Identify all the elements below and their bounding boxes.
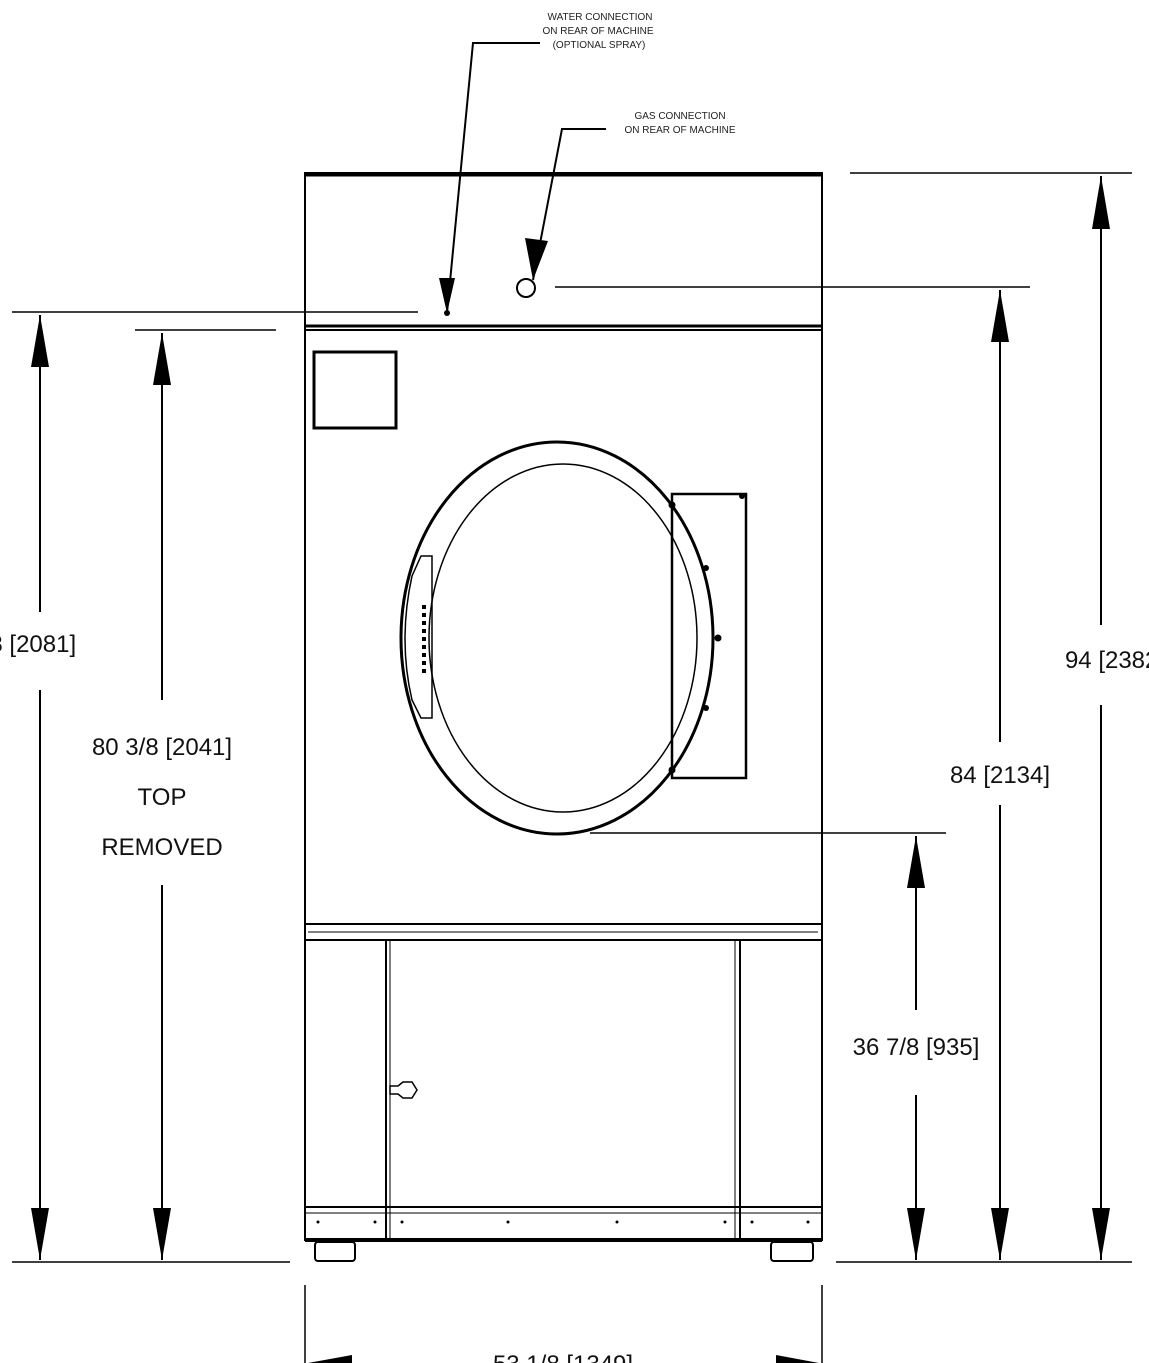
svg-text:94 [2382]: 94 [2382]: [1065, 647, 1149, 674]
dimension-overall-width: 53 1/8 [1349]: [308, 1351, 819, 1363]
lower-door-latch: [389, 1081, 418, 1099]
svg-text:WATER CONNECTION: WATER CONNECTION: [548, 12, 653, 23]
gas-connection-note: GAS CONNECTION ON REAR OF MACHINE: [624, 111, 735, 136]
control-panel: [312, 350, 398, 430]
dimension-lower-panel-height: 82 7/8 [2081]: [0, 315, 76, 1260]
door-handle: [404, 555, 433, 719]
svg-text:82 7/8 [2081]: 82 7/8 [2081]: [0, 631, 76, 658]
base-strip-screws: [316, 1220, 810, 1224]
svg-text:REMOVED: REMOVED: [101, 834, 222, 861]
svg-text:TOP: TOP: [138, 784, 187, 811]
extension-lines: [12, 172, 1132, 1363]
svg-text:ON REAR OF MACHINE: ON REAR OF MACHINE: [624, 125, 735, 136]
svg-text:53 1/8 [1349]: 53 1/8 [1349]: [493, 1351, 633, 1363]
svg-text:84 [2134]: 84 [2134]: [950, 762, 1050, 789]
door-hinge-plate: [670, 492, 748, 780]
left-foot: [314, 1241, 356, 1262]
water-connection-note: WATER CONNECTION ON REAR OF MACHINE (OPT…: [542, 12, 653, 51]
right-foot: [770, 1241, 814, 1262]
dimension-overall-height: 94 [2382]: [1065, 176, 1149, 1260]
dryer-cabinet: [304, 172, 823, 1262]
svg-text:36 7/8 [935]: 36 7/8 [935]: [853, 1034, 980, 1061]
svg-text:ON REAR OF MACHINE: ON REAR OF MACHINE: [542, 26, 653, 37]
svg-text:(OPTIONAL SPRAY): (OPTIONAL SPRAY): [553, 40, 646, 51]
dimension-gas-height: 84 [2134]: [950, 290, 1050, 1260]
svg-text:80 3/8 [2041]: 80 3/8 [2041]: [92, 734, 232, 761]
dimension-top-removed: 80 3/8 [2041] TOP REMOVED: [92, 333, 232, 1260]
dimension-door-bottom-height: 36 7/8 [935]: [853, 836, 980, 1260]
loading-door: [399, 440, 748, 836]
gas-connection: [516, 128, 606, 298]
svg-text:GAS CONNECTION: GAS CONNECTION: [634, 111, 725, 122]
water-connection: [439, 42, 540, 316]
